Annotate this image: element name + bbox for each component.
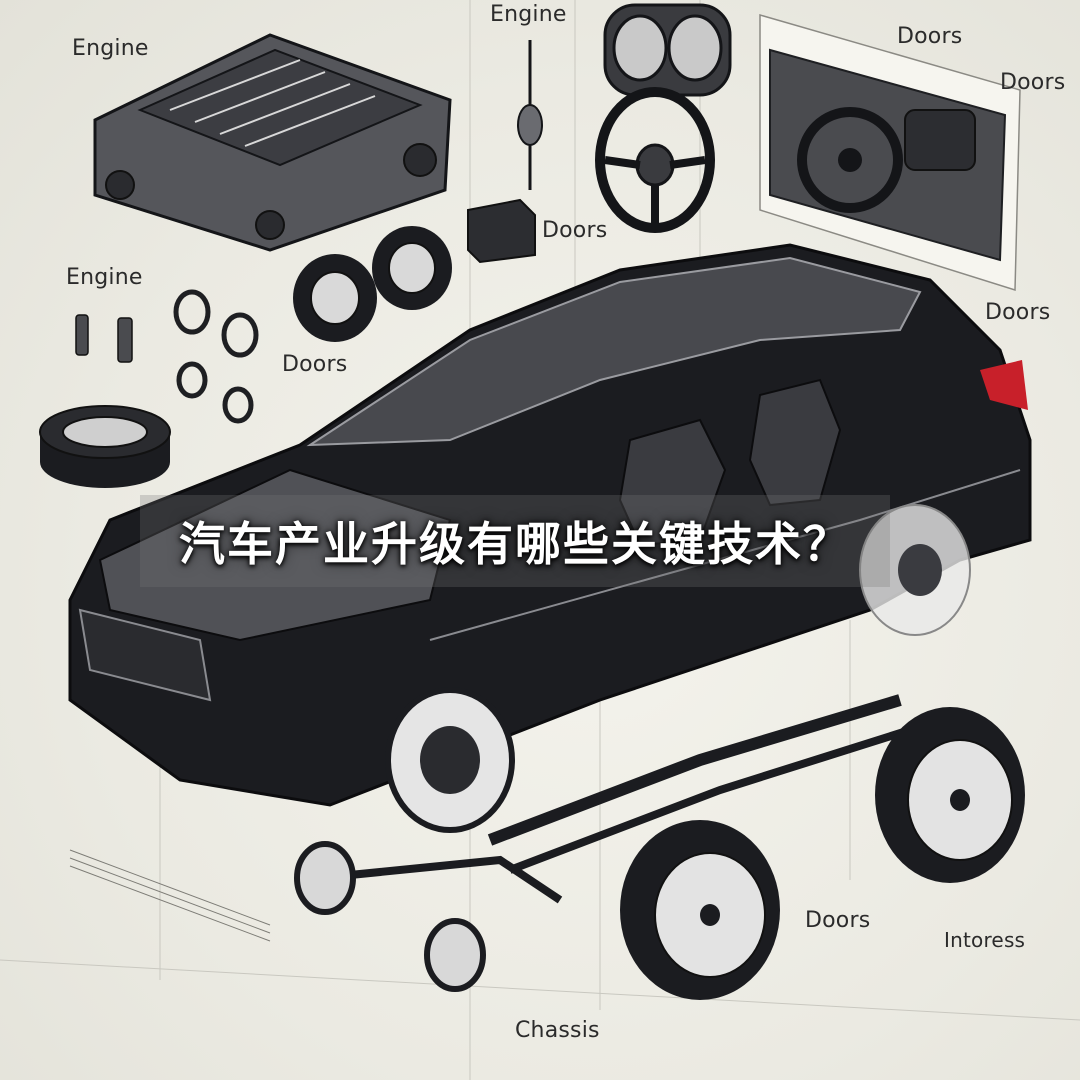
title-band: 汽车产业升级有哪些关键技术？ xyxy=(140,495,890,587)
label-chassis: Chassis xyxy=(515,1018,600,1043)
label-engine-left: Engine xyxy=(66,265,143,290)
label-engine-top-middle: Engine xyxy=(490,2,567,27)
label-doors-left: Doors xyxy=(282,352,348,377)
car-body xyxy=(68,243,1032,807)
dashboard-panel xyxy=(759,14,1021,292)
engine-block xyxy=(93,33,452,252)
label-doors-right: Doors xyxy=(1000,70,1066,95)
label-doors-middle: Doors xyxy=(542,218,608,243)
chassis-frame xyxy=(299,694,912,904)
chassis-wheels xyxy=(294,707,1025,1000)
label-doors-rear: Doors xyxy=(985,300,1051,325)
label-interess: Intoress xyxy=(944,928,1026,952)
bolts xyxy=(75,314,133,363)
rear-brake-disc xyxy=(859,504,971,636)
hatch-strip xyxy=(69,849,271,942)
small-rings xyxy=(173,289,259,424)
headlight-pair xyxy=(603,3,732,97)
spare-tires xyxy=(293,226,452,342)
steering-wheel xyxy=(595,87,715,233)
headline-title: 汽车产业升级有哪些关键技术？ xyxy=(179,517,851,571)
label-engine-top-left: Engine xyxy=(72,36,149,61)
label-doors-top-right: Doors xyxy=(897,24,963,49)
stacked-tire xyxy=(39,405,171,488)
shock-part xyxy=(517,40,543,190)
front-wheel xyxy=(385,687,515,833)
label-doors-bottom: Doors xyxy=(805,908,871,933)
module-box xyxy=(467,198,536,264)
